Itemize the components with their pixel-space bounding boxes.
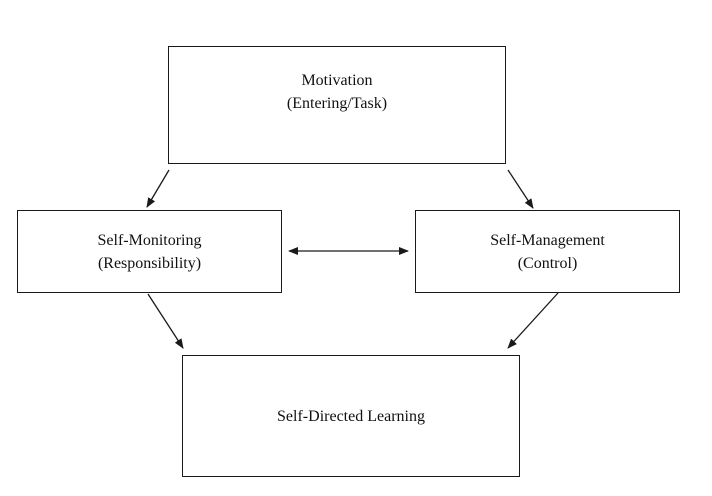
node-self-directed-learning: Self-Directed Learning (182, 355, 520, 477)
arrow-self-management-to-self-directed-learning (507, 292, 559, 349)
node-motivation: Motivation (Entering/Task) (168, 46, 506, 164)
node-self-monitoring-title: Self-Monitoring (97, 231, 202, 249)
node-self-monitoring-subtitle: (Responsibility) (97, 254, 202, 272)
arrow-self-monitoring-to-self-directed-learning (147, 293, 184, 349)
node-self-management-subtitle: (Control) (517, 254, 578, 272)
arrow-motivation-to-self-management (507, 169, 534, 209)
node-self-monitoring: Self-Monitoring (Responsibility) (17, 210, 282, 293)
node-self-management-title: Self-Management (490, 231, 605, 249)
node-self-directed-learning-title: Self-Directed Learning (277, 407, 425, 425)
node-self-management: Self-Management (Control) (415, 210, 680, 293)
node-motivation-subtitle: (Entering/Task) (286, 95, 388, 112)
node-motivation-title: Motivation (301, 72, 373, 89)
arrow-motivation-to-self-monitoring (146, 169, 170, 208)
